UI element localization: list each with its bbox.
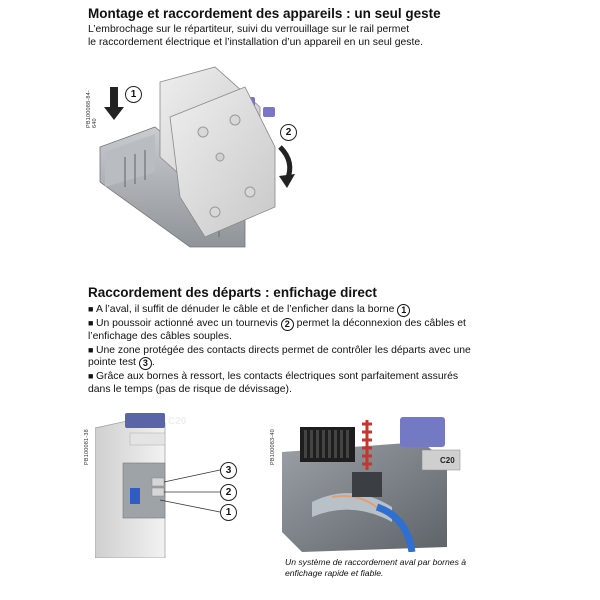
number-badge: 1 (397, 304, 411, 317)
bullet-continuation: l’enfichage des câbles souples. (88, 331, 232, 342)
caption-line: enfichage rapide et fiable. (285, 567, 384, 578)
section1-text: L’embrochage sur le répartiteur, suivi d… (88, 24, 423, 49)
callout-2: 2 (220, 484, 237, 501)
bullet-item: Grâce aux bornes à ressort, les contacts… (88, 370, 518, 384)
terminal-cutaway-illustration (282, 417, 461, 552)
section1-line: L’embrochage sur le répartiteur, suivi d… (88, 24, 410, 35)
rating-label: C20 (168, 416, 187, 427)
section1-line: le raccordement électrique et l’installa… (88, 36, 424, 48)
figure-right-caption: Un système de raccordement aval par born… (285, 557, 466, 578)
bullet-continuation: pointe test 3. (88, 357, 155, 371)
bullet-item: Un poussoir actionné avec un tournevis 2… (88, 317, 518, 331)
breaker-terminal-illustration (95, 413, 221, 558)
number-badge: 2 (280, 318, 294, 331)
rating-label: C20 (440, 456, 455, 465)
callout-3: 3 (220, 462, 237, 479)
bullet-item: Une zone protégée des contacts directs p… (88, 344, 518, 358)
section1-title: Montage et raccordement des appareils : … (88, 6, 441, 21)
section2-text: A l’aval, il suffit de dénuder le câble … (88, 303, 518, 396)
figure-left-ref: PB100081-38 (84, 429, 90, 465)
bullet-continuation: dans le temps (pas de risque de dévissag… (88, 383, 292, 395)
number-badge: 3 (138, 357, 152, 371)
breaker-mounting-illustration (99, 66, 295, 248)
caption-line: Un système de raccordement aval par born… (285, 557, 467, 567)
callout-1: 1 (220, 504, 237, 521)
callout-2: 2 (280, 124, 297, 141)
bullet-item: A l’aval, il suffit de dénuder le câble … (88, 303, 518, 317)
section2-title: Raccordement des départs : enfichage dir… (88, 285, 377, 300)
figure-right-ref: PB100083-40 (270, 429, 276, 465)
callout-1: 1 (125, 86, 142, 103)
